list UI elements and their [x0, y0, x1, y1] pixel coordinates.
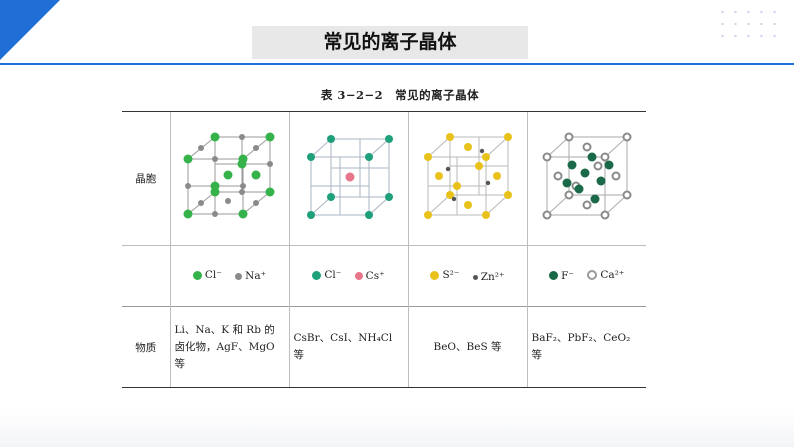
table-row: Cl⁻ Na⁺ Cl⁻ Cs⁺ S²⁻ Zn²⁺ F⁻ Ca²⁺: [122, 245, 646, 307]
caf2-unit-cell-icon: [526, 111, 646, 246]
substance-cell: BeO、BeS 等: [407, 306, 527, 388]
substance-cell: BaF₂、PbF₂、CeO₂ 等: [526, 306, 646, 388]
bottom-decoration: [0, 407, 794, 447]
fluoride-ball-icon: [549, 271, 559, 280]
legend-label: Cl⁻: [204, 269, 222, 282]
header-divider: [0, 63, 794, 65]
legend-label: Ca²⁺: [600, 269, 625, 281]
cscl-unit-cell-icon: [288, 111, 408, 246]
nacl-unit-cell-icon: [169, 111, 289, 246]
title-background: [252, 26, 528, 59]
legend-cell: Cl⁻ Na⁺: [169, 245, 289, 307]
table-row: 物质 Li、Na、K 和 Rb 的卤化物，AgF、MgO 等 CsBr、CsI、…: [122, 306, 646, 388]
legend-label: F⁻: [561, 269, 574, 282]
legend-label: S²⁻: [442, 269, 460, 281]
sodium-ball-icon: [235, 272, 243, 280]
row-label-substance: 物质: [122, 306, 170, 388]
corner-decoration: [0, 0, 60, 60]
table-row: 晶胞: [122, 111, 646, 246]
legend-label: Zn²⁺: [480, 271, 505, 283]
chloride-ball-icon: [192, 270, 202, 280]
legend-row-label: [122, 245, 170, 307]
legend-label: Cl⁻: [324, 269, 342, 282]
legend-cell: F⁻ Ca²⁺: [526, 245, 646, 307]
page-title: 常见的离子晶体: [323, 31, 457, 53]
ionic-crystal-table: 晶胞: [122, 111, 646, 388]
cesium-ball-icon: [354, 271, 363, 280]
substance-cell: Li、Na、K 和 Rb 的卤化物，AgF、MgO 等: [169, 306, 289, 388]
row-label-cell: 晶胞: [122, 111, 170, 246]
zinc-ball-icon: [472, 274, 478, 280]
zns-unit-cell-icon: [407, 111, 527, 246]
calcium-ball-icon: [587, 270, 598, 280]
legend-cell: Cl⁻ Cs⁺: [288, 245, 408, 307]
legend-label: Cs⁺: [365, 269, 385, 282]
legend-label: Na⁺: [245, 270, 267, 283]
chloride-ball-icon: [312, 270, 322, 280]
legend-cell: S²⁻ Zn²⁺: [407, 245, 527, 307]
substance-cell: CsBr、CsI、NH₄Cl 等: [288, 306, 408, 388]
table-caption: 表 3−2−2 常见的离子晶体: [320, 88, 480, 102]
dot-pattern-decoration: [716, 6, 786, 46]
sulfide-ball-icon: [430, 270, 440, 280]
